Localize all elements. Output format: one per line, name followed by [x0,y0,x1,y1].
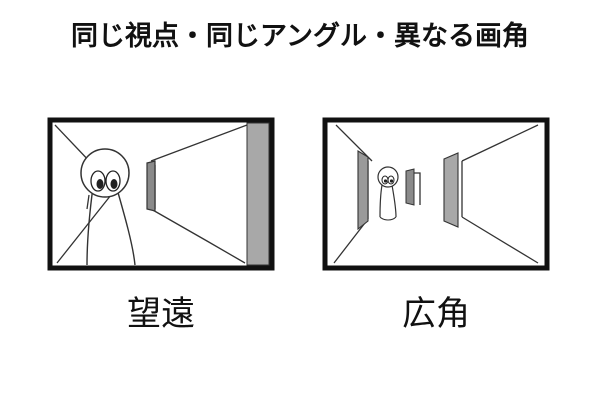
ceiling-left-line [335,124,373,162]
wide-caption: 広角 [402,294,470,334]
wide-illustration [322,117,550,271]
right-pupil [110,179,118,189]
character-body [86,186,136,266]
diagram-title: 同じ視点・同じアングル・異なる画角 [71,21,529,52]
floor-left-line [333,218,369,264]
left-pupil [383,179,388,183]
telephoto-illustration [47,117,275,271]
character-base [379,216,397,221]
floor-right-line [461,216,539,264]
character-body [379,184,397,218]
panel-frame [322,117,550,271]
right-wall-panel [443,152,459,228]
wide-panel [322,117,550,271]
ceiling-right-line [461,124,539,162]
telephoto-caption: 望遠 [127,294,195,334]
character-head [80,148,130,198]
ceiling-right-line [150,124,248,162]
corridor-lines [333,124,539,264]
door-shape [405,168,415,206]
telephoto-panel [47,117,275,271]
door-shape [146,160,156,212]
character-arm [86,194,90,210]
left-wall-panel [357,150,369,231]
panel-frame [47,117,275,271]
character-head [377,166,399,188]
right-wall-panel [246,122,270,266]
floor-right-line [150,208,246,264]
left-pupil [96,179,104,189]
right-pupil [389,179,394,183]
